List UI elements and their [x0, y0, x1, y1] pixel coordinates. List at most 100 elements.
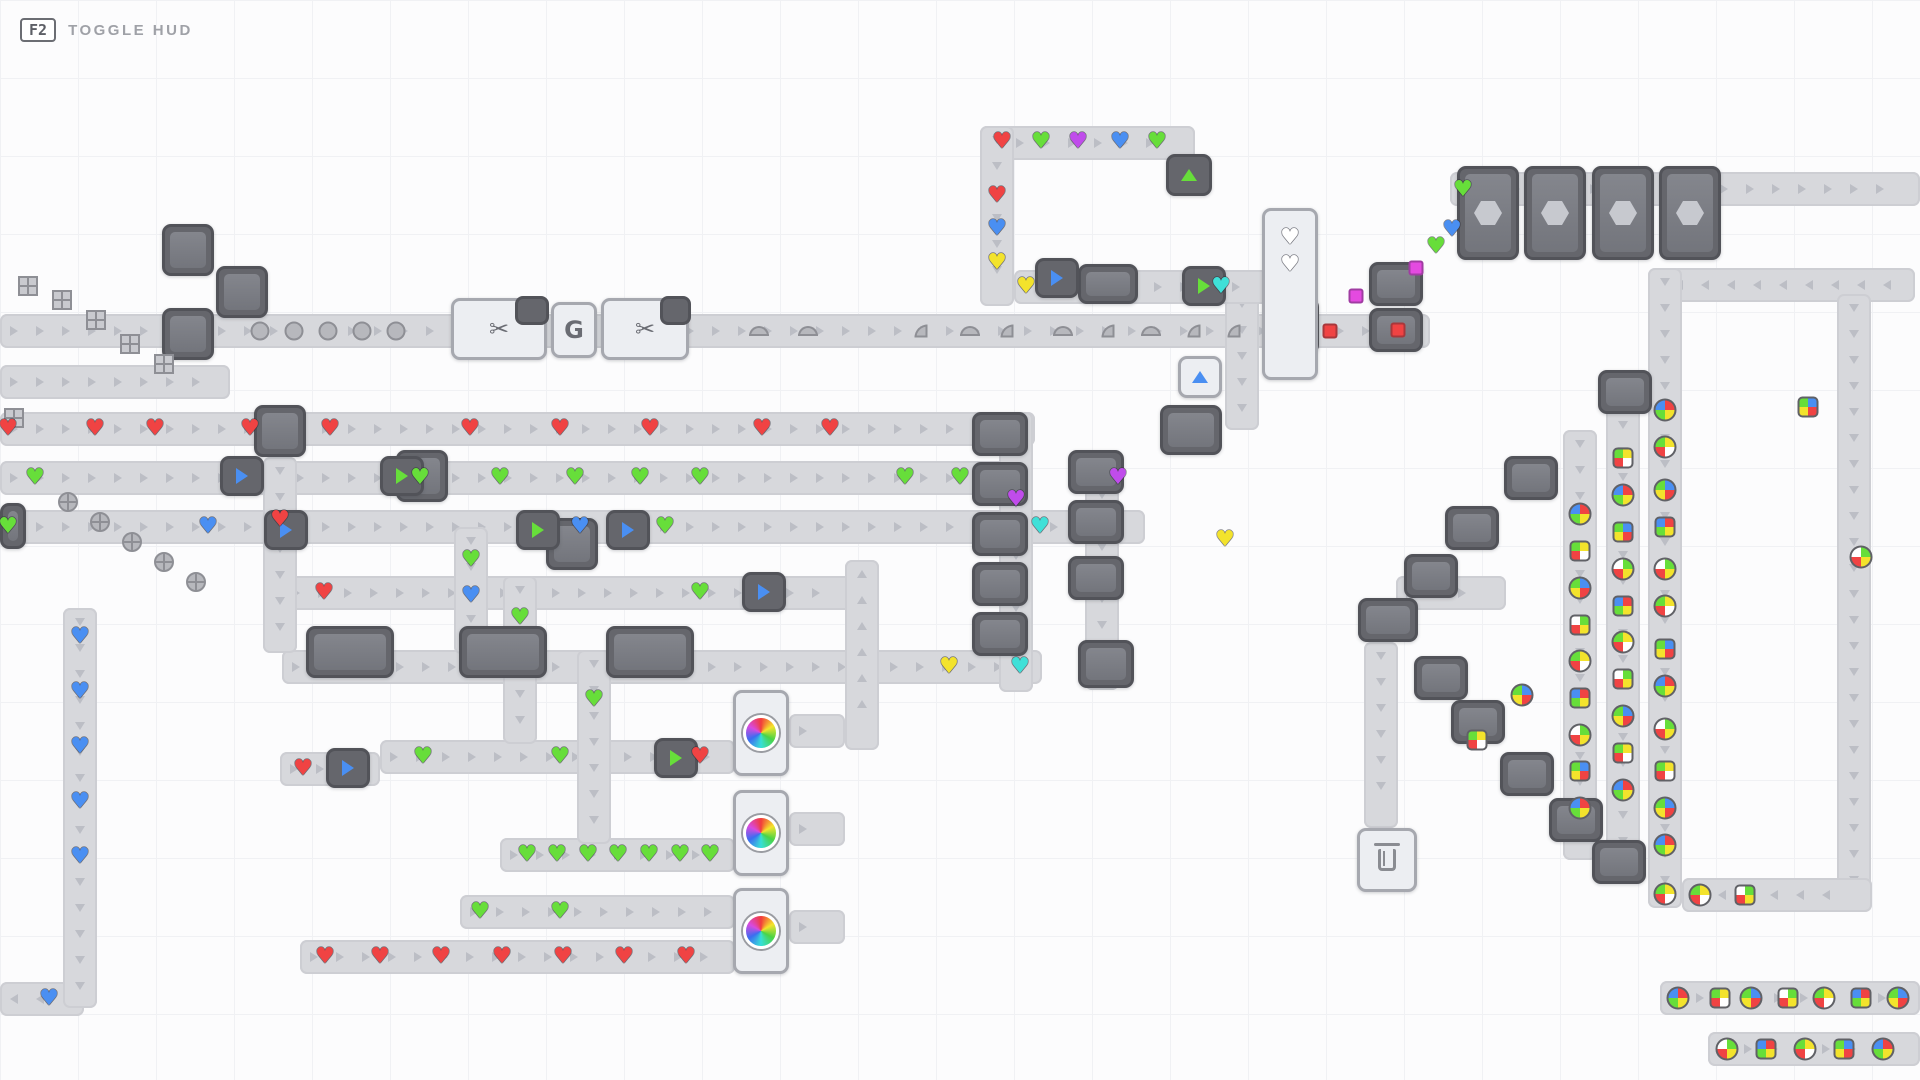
building-balancer[interactable] — [1598, 370, 1652, 414]
belt-arrow-icon — [1849, 642, 1859, 650]
item-quad — [1653, 717, 1677, 741]
conveyor-belt — [1364, 642, 1398, 828]
item-quadsq — [1755, 1038, 1777, 1060]
building-balancer[interactable] — [972, 412, 1028, 456]
belt-arrow-icon — [1805, 280, 1813, 290]
color-wheel-icon — [743, 913, 779, 949]
conveyor-belt — [0, 314, 1430, 348]
belt-arrow-icon — [1849, 382, 1859, 390]
item-heart: ♥ — [987, 250, 1007, 275]
building-tunnel[interactable] — [606, 626, 694, 678]
item-heart: ♥ — [461, 583, 481, 608]
building-balancer[interactable] — [972, 512, 1028, 556]
building-balancer[interactable] — [1160, 405, 1222, 455]
building-emitter[interactable] — [1182, 266, 1226, 306]
building-emitter[interactable] — [220, 456, 264, 496]
building-emitter[interactable] — [742, 572, 786, 612]
building-emitter[interactable] — [654, 738, 698, 778]
belt-arrow-icon — [244, 424, 252, 434]
building-balancer[interactable] — [1445, 506, 1499, 550]
building-balancer[interactable] — [1068, 556, 1124, 600]
building-tower[interactable] — [1262, 208, 1318, 380]
belt-arrow-icon — [1097, 621, 1107, 629]
belt-arrow-icon — [416, 752, 424, 762]
belt-arrow-icon — [1849, 694, 1859, 702]
belt-arrow-icon — [589, 816, 599, 824]
item-quadsq — [1612, 742, 1634, 764]
building-stacker[interactable] — [1457, 166, 1519, 260]
building-stacker[interactable] — [1659, 166, 1721, 260]
building-balancer[interactable] — [1068, 450, 1124, 494]
building-balancer[interactable] — [1504, 456, 1558, 500]
building-balancer[interactable] — [254, 405, 306, 457]
building-balancer[interactable] — [1500, 752, 1554, 796]
building-balancer[interactable] — [162, 224, 214, 276]
belt-arrow-icon — [1237, 404, 1247, 412]
belt-arrow-icon — [1618, 577, 1628, 585]
building-cutter[interactable]: ✂ — [601, 296, 691, 360]
building-mixer[interactable] — [733, 690, 789, 776]
item-heart: ♥ — [752, 416, 772, 441]
building-balancer[interactable] — [1358, 598, 1418, 642]
belt-arrow-icon — [799, 726, 807, 736]
belt-arrow-icon — [816, 473, 824, 483]
building-stacker[interactable] — [1524, 166, 1586, 260]
building-balancer[interactable] — [216, 266, 268, 318]
building-emitter[interactable] — [264, 510, 308, 550]
building-emitter[interactable] — [1035, 258, 1079, 298]
belt-arrow-icon — [992, 136, 1002, 144]
building-balancer[interactable] — [1404, 554, 1458, 598]
building-emitter[interactable] — [326, 748, 370, 788]
belt-arrow-icon — [1849, 850, 1859, 858]
building-mixer[interactable] — [733, 790, 789, 876]
belt-arrow-icon — [764, 522, 772, 532]
item-heart: ♥ — [320, 416, 340, 441]
belt-arrow-icon — [574, 907, 582, 917]
building-balancer[interactable] — [972, 612, 1028, 656]
belt-arrow-icon — [578, 588, 586, 598]
building-panel — [170, 316, 206, 352]
building-balancer[interactable] — [1414, 656, 1468, 700]
building-balancer[interactable] — [162, 308, 214, 360]
belt-arrow-icon — [1779, 280, 1787, 290]
belt-arrow-icon — [390, 752, 398, 762]
building-balancer[interactable] — [972, 462, 1028, 506]
building-mixer[interactable] — [733, 888, 789, 974]
belt-arrow-icon — [75, 696, 85, 704]
belt-arrow-icon — [348, 424, 356, 434]
building-tunnel[interactable] — [306, 626, 394, 678]
building-stacker[interactable] — [1592, 166, 1654, 260]
belt-arrow-icon — [624, 752, 632, 762]
building-trash[interactable] — [1357, 828, 1417, 892]
building-emitter[interactable] — [1166, 154, 1212, 196]
building-emitter[interactable] — [380, 456, 424, 496]
item-gcircle — [284, 321, 304, 341]
building-balancer[interactable] — [1078, 264, 1138, 304]
belt-arrow-icon — [10, 377, 18, 387]
item-heart: ♥ — [470, 899, 490, 924]
building-cutter[interactable]: ✂ — [451, 296, 549, 360]
green-triangle-icon — [1181, 169, 1197, 181]
building-emitter[interactable] — [516, 510, 560, 550]
building-balancer[interactable] — [0, 503, 26, 549]
item-quad — [1653, 833, 1677, 857]
item-quad — [1568, 576, 1592, 600]
item-quadsq — [1654, 516, 1676, 538]
building-tunnel[interactable] — [459, 626, 547, 678]
building-balancer[interactable] — [1592, 840, 1646, 884]
building-balancer[interactable] — [972, 562, 1028, 606]
item-quad — [1812, 986, 1836, 1010]
belt-arrow-icon — [1876, 184, 1884, 194]
building-emitter[interactable] — [606, 510, 650, 550]
building-balancer[interactable] — [1068, 500, 1124, 544]
belt-arrow-icon — [88, 326, 96, 336]
building-balancer[interactable] — [1078, 640, 1134, 688]
building-emitter-light[interactable] — [1178, 356, 1222, 398]
belt-arrow-icon — [1097, 491, 1107, 499]
belt-arrow-icon — [686, 424, 694, 434]
belt-arrow-icon — [1849, 356, 1859, 364]
belt-arrow-icon — [734, 662, 742, 672]
building-rotator[interactable]: G — [551, 302, 597, 358]
belt-arrow-icon — [1376, 730, 1386, 738]
